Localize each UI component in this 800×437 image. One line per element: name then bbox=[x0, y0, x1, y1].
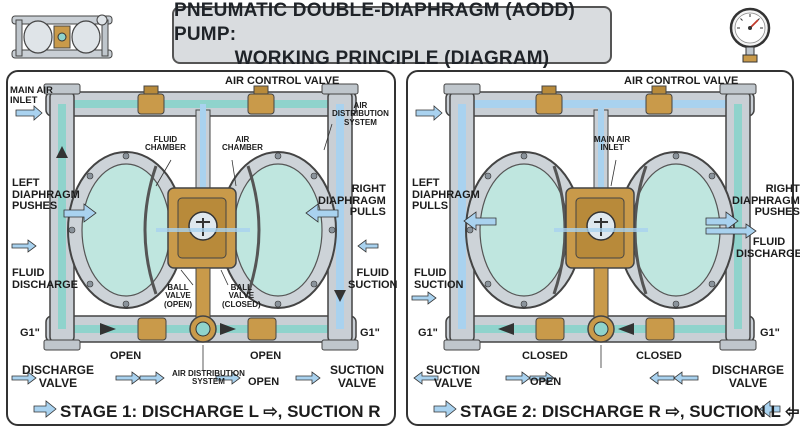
stage-2-open-bottom-label: OPEN bbox=[530, 376, 562, 388]
stage-2-left-diaphragm-label: LEFT DIAPHRAGM PULLS bbox=[412, 177, 480, 213]
stage-1-open-bottom-label: OPEN bbox=[248, 376, 280, 388]
stage-1-pump-drawing bbox=[11, 83, 379, 418]
stage-1-fluid-chamber-label: FLUID CHAMBER bbox=[145, 135, 186, 153]
stage-1-air-control-valve-label: AIR CONTROL VALVE bbox=[225, 75, 340, 87]
pump-thumbnail-icon bbox=[8, 6, 120, 66]
stage-2-fluid-suction-label: FLUID SUCTION bbox=[414, 267, 464, 291]
stage-2-right-diaphragm-label: RIGHT DIAPHRAGM PUSHES bbox=[732, 183, 800, 219]
stage-2-closed-left-label: CLOSED bbox=[522, 350, 568, 362]
stage-2-pump-drawing bbox=[411, 83, 781, 418]
stage-2-air-control-valve-label: AIR CONTROL VALVE bbox=[624, 75, 739, 87]
stage-1-suction-valve-label: SUCTION VALVE bbox=[330, 363, 384, 390]
stage-2-fluid-discharge-label: FLUID DISCHARGE bbox=[736, 236, 800, 260]
stage-1-air-chamber-label: AIR CHAMBER bbox=[222, 135, 263, 153]
stage-1-air-distribution-bottom-label: AIR DISTRIBUTION SYSTEM bbox=[172, 369, 245, 387]
stage-2-main-air-inlet-label: MAIN AIR INLET bbox=[594, 135, 631, 153]
stage-1-main-air-inlet-label: MAIN AIR INLET bbox=[10, 85, 53, 106]
stage-2-discharge-valve-label: DISCHARGE VALVE bbox=[712, 363, 785, 390]
stage-1-right-diaphragm-label: RIGHT DIAPHRAGM PULLS bbox=[318, 183, 386, 219]
stage-1-footer: STAGE 1: DISCHARGE L ⇨, SUCTION R bbox=[60, 402, 381, 421]
stage-1-g1-right-label: G1" bbox=[360, 327, 380, 339]
stage-2-footer: STAGE 2: DISCHARGE R ⇨, SUCTION L ⇦ bbox=[460, 402, 800, 421]
stage-2-g1-left-label: G1" bbox=[418, 327, 438, 339]
stage-1-g1-left-label: G1" bbox=[20, 327, 40, 339]
stage-1-open-left-label: OPEN bbox=[110, 350, 142, 362]
stage-1-left-diaphragm-label: LEFT DIAPHRAGM PUSHES bbox=[12, 177, 80, 213]
stage-2-suction-valve-label: SUCTION VALVE bbox=[426, 363, 480, 390]
stage-1-discharge-valve-label: DISCHARGE VALVE bbox=[22, 363, 95, 390]
pressure-gauge-icon bbox=[728, 6, 772, 66]
stage-2-g1-right-label: G1" bbox=[760, 327, 780, 339]
stage-2-closed-right-label: CLOSED bbox=[636, 350, 682, 362]
stage-1-fluid-discharge-label: FLUID DISCHARGE bbox=[12, 267, 79, 291]
stage-1-ball-valve-closed-label: BALL VALVE (CLOSED) bbox=[222, 283, 261, 309]
stage-1-open-right-label: OPEN bbox=[250, 350, 282, 362]
title-line-2: WORKING PRINCIPLE (DIAGRAM) bbox=[234, 48, 550, 69]
stage-1-air-distribution-system-label: AIR DISTRIBUTION SYSTEM bbox=[332, 101, 389, 127]
title-banner: PNEUMATIC DOUBLE-DIAPHRAGM (AODD) PUMP: … bbox=[172, 0, 612, 69]
stage-1-ball-valve-open-label: BALL VALVE (OPEN) bbox=[164, 283, 192, 309]
stage-1-fluid-suction-label: FLUID SUCTION bbox=[348, 267, 398, 291]
title-line-1: PNEUMATIC DOUBLE-DIAPHRAGM (AODD) PUMP: bbox=[174, 0, 575, 45]
